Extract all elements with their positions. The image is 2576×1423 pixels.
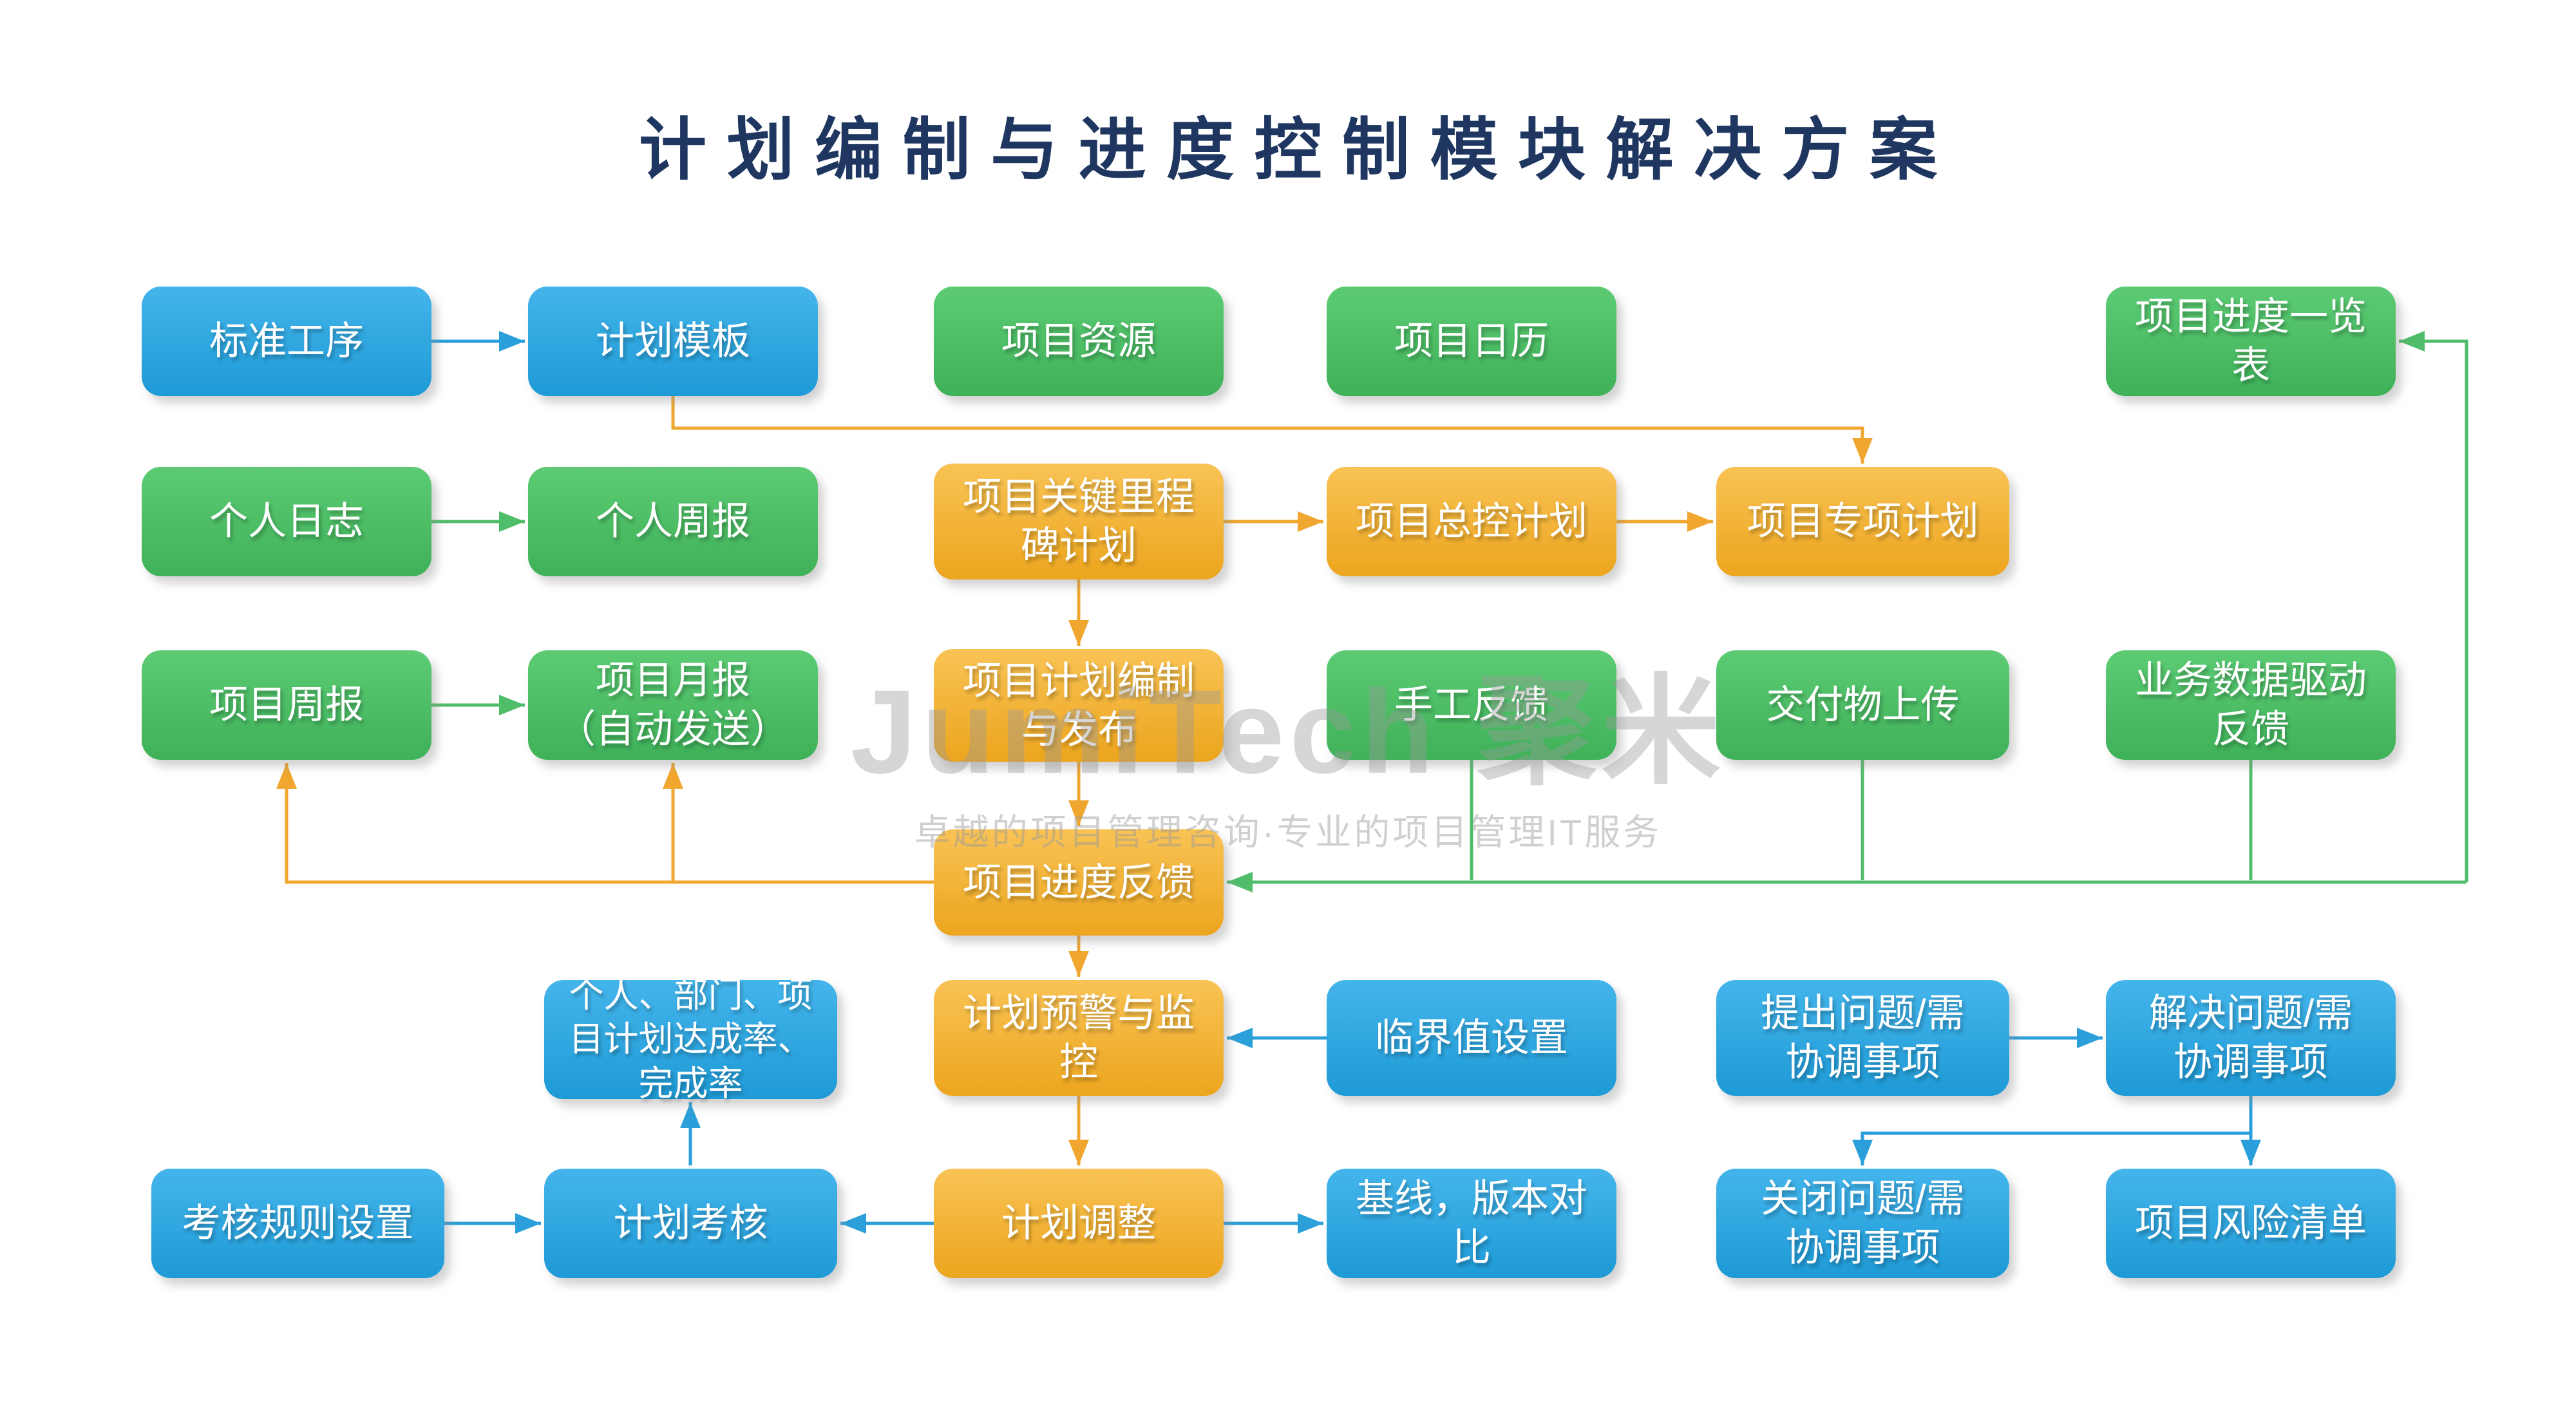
node-baseline-version-compare: 基线，版本对 比 bbox=[1327, 1169, 1616, 1278]
node-personal-log: 个人日志 bbox=[142, 467, 431, 576]
node-key-milestone-plan: 项目关键里程 碑计划 bbox=[934, 464, 1224, 580]
node-project-weekly-report: 项目周报 bbox=[142, 650, 431, 760]
node-close-issue: 关闭问题/需 协调事项 bbox=[1716, 1169, 2009, 1278]
node-personal-weekly-report: 个人周报 bbox=[528, 467, 818, 576]
node-special-plan: 项目专项计划 bbox=[1716, 467, 2009, 576]
node-plan-template: 计划模板 bbox=[528, 287, 818, 396]
node-business-data-feedback: 业务数据驱动 反馈 bbox=[2106, 650, 2396, 760]
node-project-monthly-report: 项目月报 （自动发送） bbox=[528, 650, 818, 760]
node-solve-issue: 解决问题/需 协调事项 bbox=[2106, 980, 2396, 1096]
node-plan-alert-monitor: 计划预警与监 控 bbox=[934, 980, 1224, 1096]
node-standard-process: 标准工序 bbox=[142, 287, 431, 396]
connector-template-to-special bbox=[671, 396, 1873, 464]
node-progress-feedback: 项目进度反馈 bbox=[934, 829, 1224, 936]
node-plan-assessment: 计划考核 bbox=[544, 1169, 837, 1278]
node-raise-issue: 提出问题/需 协调事项 bbox=[1716, 980, 2009, 1096]
node-master-control-plan: 项目总控计划 bbox=[1327, 467, 1616, 576]
node-project-calendar: 项目日历 bbox=[1327, 287, 1616, 396]
connector-collector-to-overview bbox=[2399, 331, 2468, 882]
node-manual-feedback: 手工反馈 bbox=[1327, 650, 1616, 760]
node-plan-compile-publish: 项目计划编制 与发布 bbox=[934, 649, 1224, 762]
page-title: 计划编制与进度控制模块解决方案 bbox=[638, 113, 1958, 188]
node-assessment-rules: 考核规则设置 bbox=[151, 1169, 444, 1278]
node-progress-overview-table: 项目进度一览 表 bbox=[2106, 287, 2396, 396]
node-deliverable-upload: 交付物上传 bbox=[1716, 650, 2009, 760]
node-threshold-setting: 临界值设置 bbox=[1327, 980, 1616, 1096]
connector-solve-to-close bbox=[1852, 1096, 2253, 1165]
node-achievement-rates: 个人、部门、项 目计划达成率、 完成率 bbox=[544, 976, 837, 1103]
node-project-risk-list: 项目风险清单 bbox=[2106, 1169, 2396, 1278]
node-project-resources: 项目资源 bbox=[934, 287, 1224, 396]
node-plan-adjustment: 计划调整 bbox=[934, 1169, 1224, 1278]
connector-feedback-to-projweek bbox=[276, 763, 934, 884]
